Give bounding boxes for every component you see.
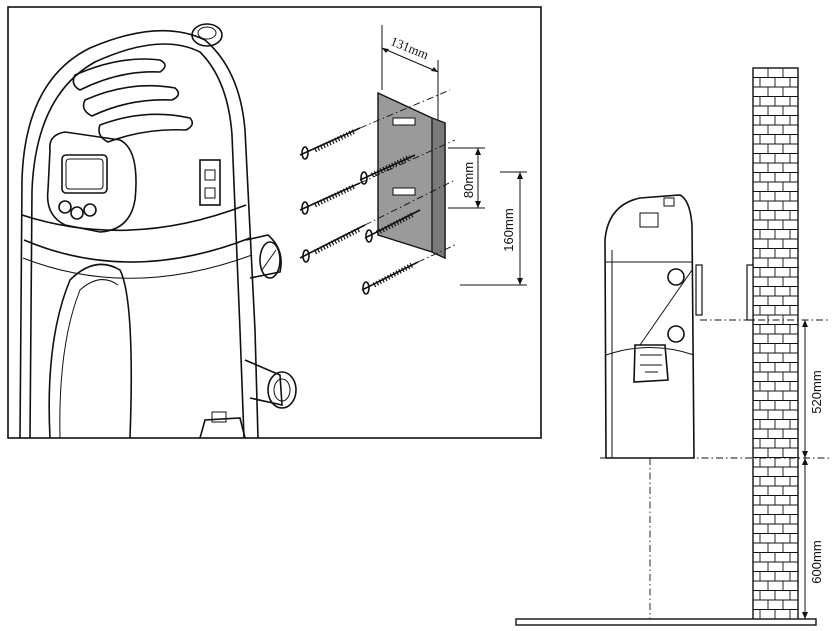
unit-mount-bracket [695,264,703,316]
screw-icon [364,209,421,243]
screw-icon [359,154,416,185]
bracket-slot [392,117,416,126]
screw-icon [299,182,361,215]
side-latch-icon [639,212,659,228]
wall-mount-bracket [746,264,754,321]
side-port-icon [667,325,685,343]
dimension-bracket-height: 160mm [460,171,527,286]
button-icon [58,200,72,214]
side-inlet-icon [259,241,281,279]
dimension-label-spacing: 80mm [461,162,476,198]
display-screen-icon [61,154,108,194]
control-panel [46,131,137,233]
bottom-outlet-icon [267,371,297,409]
appliance-side-view [604,194,695,459]
top-knob [191,23,223,47]
product-closeup-panel: 131mm 80mm 160mm [7,6,542,439]
side-inlet-icon [667,268,685,286]
dimension-label-unit-height: 520mm [809,370,824,413]
bracket-slot [392,187,416,196]
floor [515,618,817,626]
screw-icon [361,261,419,295]
screw-icon [299,224,366,263]
side-latch-icon [199,159,221,206]
dimension-label-floor: 600mm [809,540,824,583]
panel-frame [7,6,542,439]
wall-bracket [377,91,446,260]
dimension-screw-spacing: 80mm [448,147,485,209]
button-icon [83,203,97,217]
dimension-label-height: 160mm [501,208,516,251]
latch-mechanism-icon [633,344,669,383]
side-installation-view: 520mm 600mm [515,67,830,626]
mounting-screws [299,89,456,295]
screw-icon [299,127,361,160]
brick-wall [752,67,799,621]
button-icon [70,206,84,220]
appliance-front-view [19,23,297,439]
